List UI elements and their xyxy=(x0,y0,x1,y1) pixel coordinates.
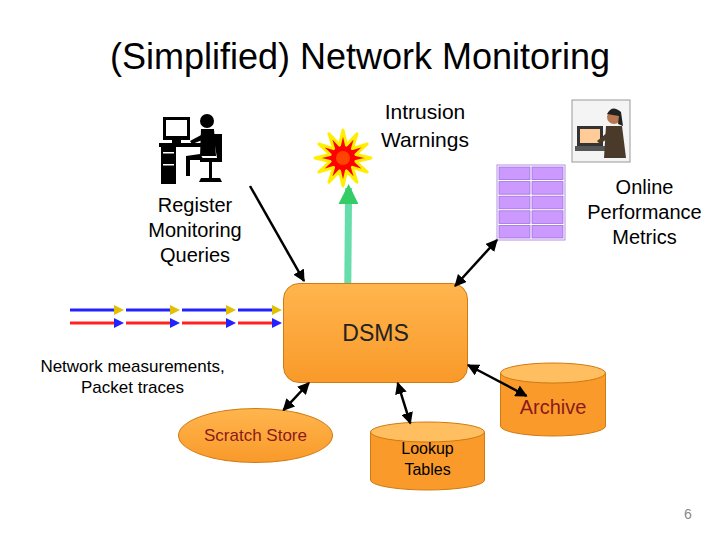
desk-top xyxy=(159,143,203,147)
stream-line xyxy=(238,309,274,312)
analyst-figure xyxy=(572,100,630,162)
drawer-line xyxy=(163,152,174,154)
table-cell xyxy=(499,211,530,224)
stream-head xyxy=(226,318,236,328)
monitor-stand xyxy=(172,140,181,143)
node-label: Intrusion Warnings xyxy=(369,98,481,154)
stream-head xyxy=(114,305,124,315)
monitor-screen xyxy=(166,120,187,136)
person-head xyxy=(200,114,214,128)
table-cell xyxy=(499,167,530,180)
stream-head xyxy=(272,305,282,315)
table-cell xyxy=(499,182,530,195)
connector-arrow xyxy=(468,365,527,396)
table-cell xyxy=(532,225,563,238)
connector-arrow xyxy=(398,383,411,423)
chair-back xyxy=(200,134,222,162)
warning-star: Intrusion Warnings xyxy=(315,128,371,188)
stream-arrows xyxy=(70,305,282,328)
slide-title: (Simplified) Network Monitoring xyxy=(0,36,720,78)
table-cell xyxy=(499,196,530,209)
person-arm xyxy=(597,132,611,144)
stream-line xyxy=(70,309,116,312)
metrics-table: Online Performance Metrics xyxy=(497,165,565,240)
connector-arrow xyxy=(344,188,352,283)
drawer-line xyxy=(163,164,174,166)
page-number: 6 xyxy=(676,506,700,522)
operator-figure xyxy=(159,114,222,184)
chair-base xyxy=(199,178,222,182)
stream-line xyxy=(238,322,274,325)
person-hair xyxy=(607,108,623,126)
connector-arrow xyxy=(283,383,309,410)
cylinder-top xyxy=(371,422,485,442)
stream-line xyxy=(182,322,228,325)
monitor-screen xyxy=(580,129,600,143)
chair-post xyxy=(209,162,212,178)
picture-frame xyxy=(572,100,630,162)
lookup-tables: Lookup Tables xyxy=(370,422,485,490)
scratch-store: Scratch Store xyxy=(178,408,333,463)
person-legs xyxy=(186,154,204,176)
dsms-box: DSMS xyxy=(283,283,468,383)
table-cell xyxy=(532,211,563,224)
input-label: Network measurements, Packet traces xyxy=(15,356,250,398)
grid-outline xyxy=(497,165,565,240)
node-label: Scratch Store xyxy=(179,409,332,462)
desk-cabinet xyxy=(161,147,176,184)
cylinder-body xyxy=(371,432,485,490)
stream-head xyxy=(170,305,180,315)
table-cell xyxy=(532,196,563,209)
person-body xyxy=(604,126,626,158)
node-label: Lookup Tables xyxy=(387,438,468,480)
node-label: Online Performance Metrics xyxy=(572,175,717,250)
stream-line xyxy=(70,322,116,325)
cylinder-top xyxy=(501,363,606,383)
star-shape xyxy=(315,130,371,186)
action-label: Register Monitoring Queries xyxy=(125,193,265,268)
table-cell xyxy=(532,182,563,195)
stream-line xyxy=(126,322,172,325)
monitor xyxy=(163,117,190,140)
stream-head xyxy=(170,318,180,328)
person-arm xyxy=(190,134,205,144)
connector-arrow xyxy=(455,240,497,286)
star-core xyxy=(336,151,350,165)
star-outline xyxy=(315,128,371,188)
table-cell xyxy=(499,225,530,238)
node-label: DSMS xyxy=(284,284,467,382)
stream-head xyxy=(226,305,236,315)
stream-line xyxy=(182,309,228,312)
stream-head xyxy=(114,318,124,328)
person-body xyxy=(200,129,216,156)
archive-store: Archive xyxy=(500,363,606,436)
keyboard xyxy=(575,146,607,151)
stream-head xyxy=(272,318,282,328)
query-arrow xyxy=(250,186,304,281)
node-label: Archive xyxy=(500,363,606,436)
stream-line xyxy=(126,309,172,312)
table-cell xyxy=(532,167,563,180)
table-frame xyxy=(497,165,565,240)
